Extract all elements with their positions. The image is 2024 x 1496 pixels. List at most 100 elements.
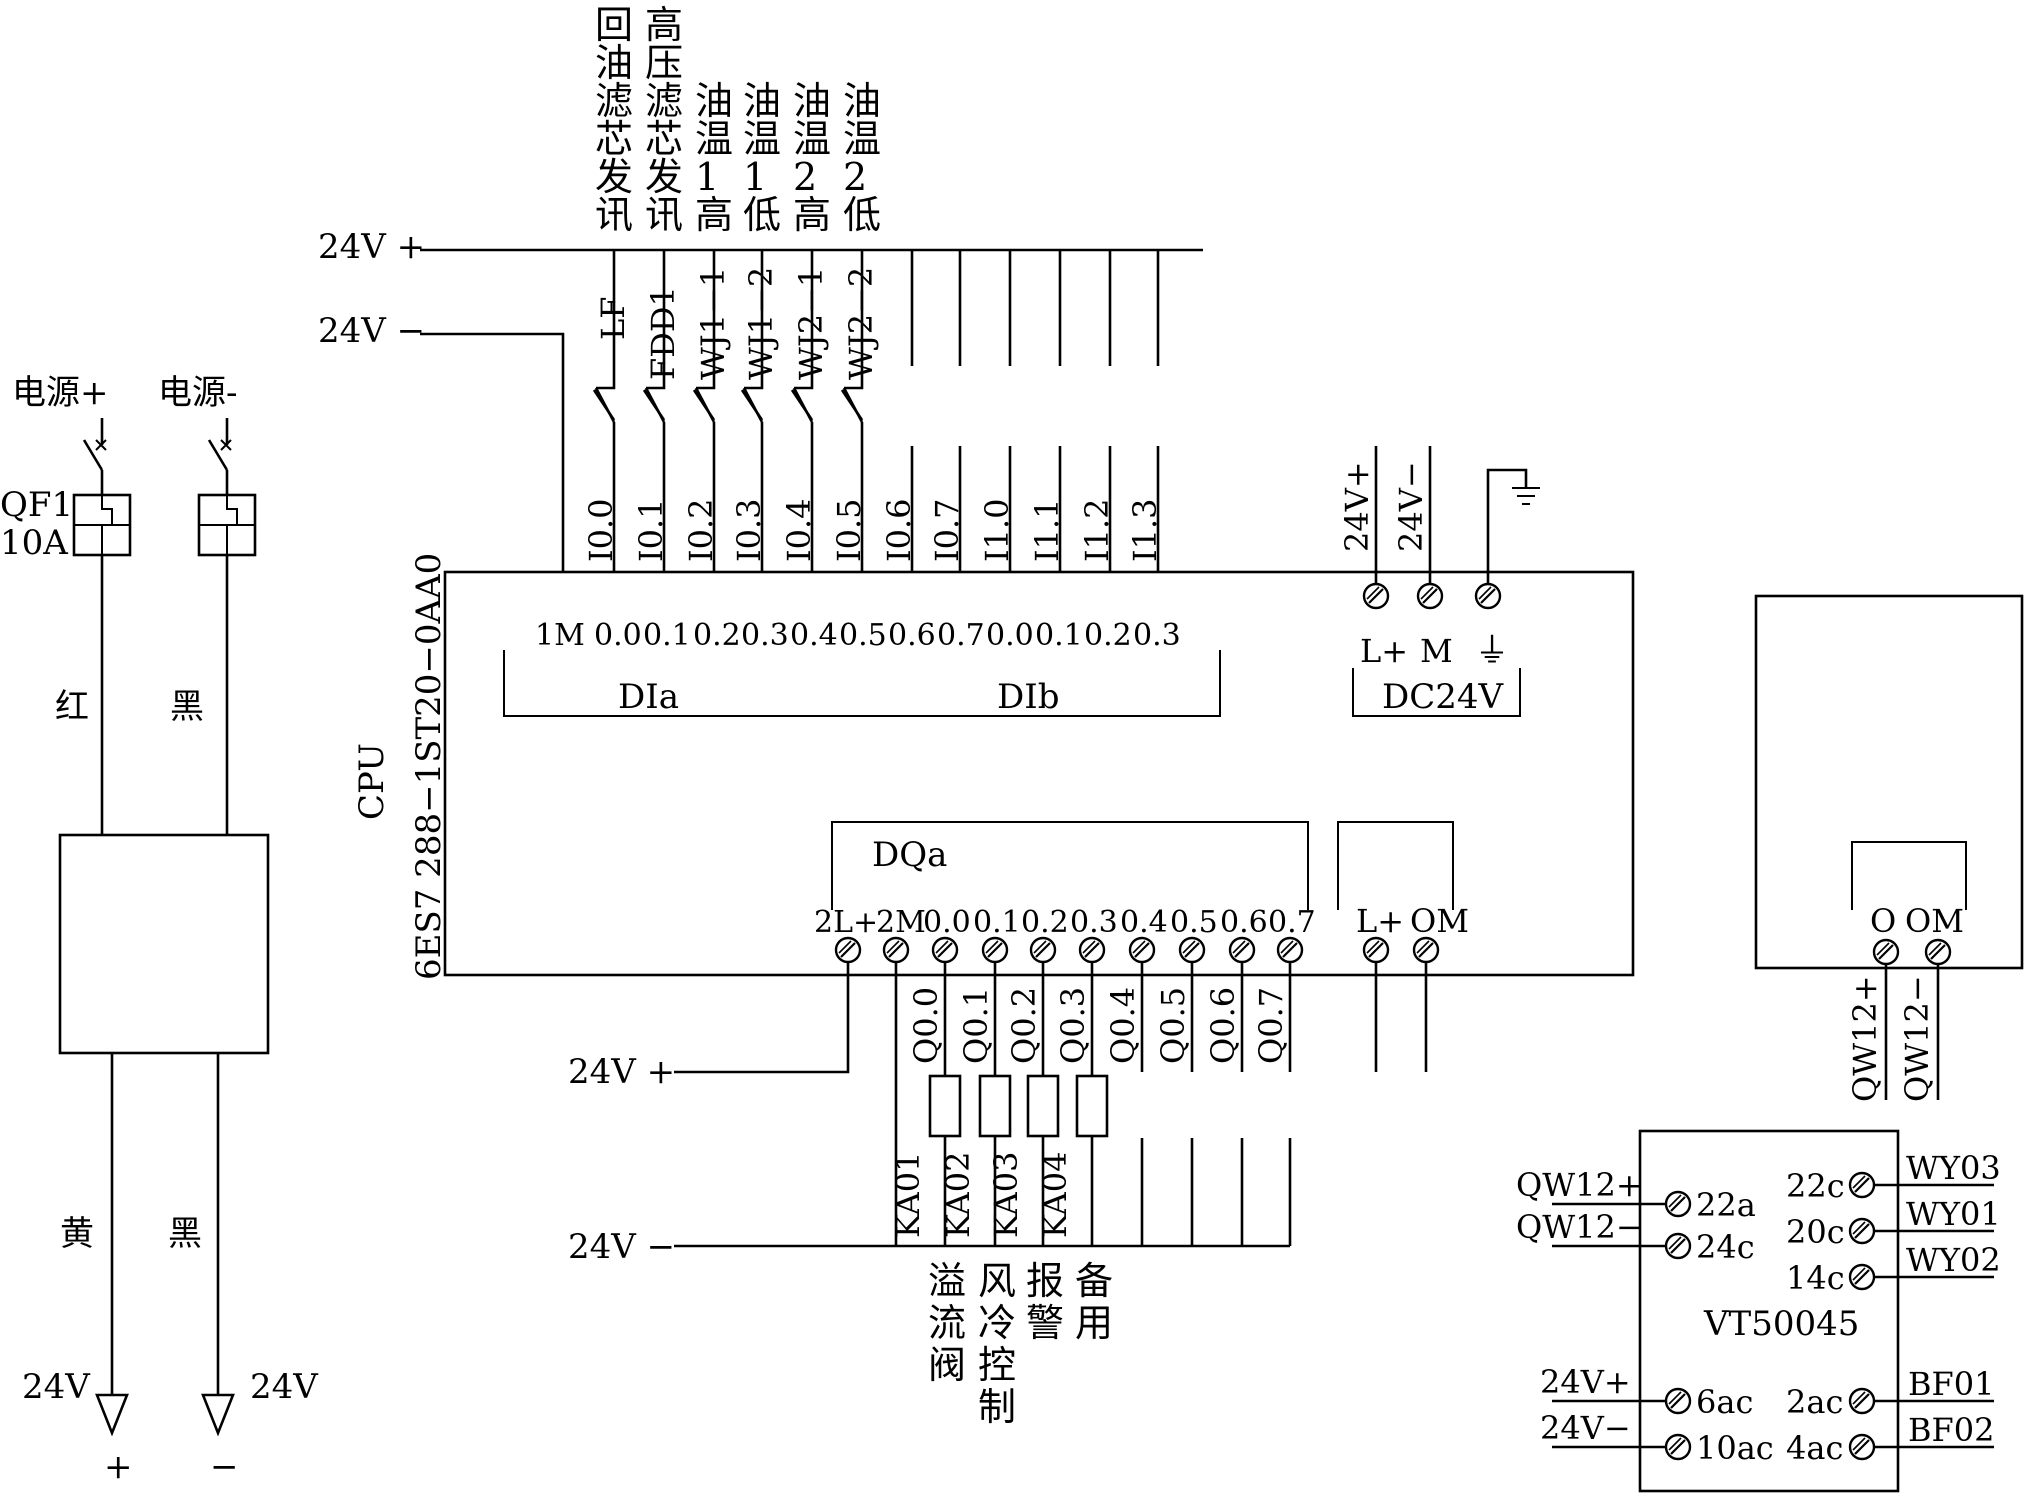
di-terminal-label: 0.3 (1133, 618, 1181, 653)
input-signal-name-char: 油 (843, 79, 881, 123)
dq-lplus-terminal (834, 936, 862, 964)
input-address-label: I0.5 (830, 498, 868, 562)
output-left-voltage-label: 24V (22, 1367, 91, 1407)
input-address-label: I1.0 (978, 498, 1016, 562)
input-signal-name-char: 低 (743, 193, 781, 237)
input-section: 24V + 24V − 回油滤芯发讯高压滤芯发讯油温1高油温1低油温2高油温2低… (318, 3, 1203, 610)
amp-out-pin-label: 14c (1786, 1259, 1845, 1297)
output-address-label: Q0.2 (1005, 987, 1043, 1064)
analog-o-terminal-label: O (1870, 902, 1896, 940)
amp-pwr-pos-pin-label: 6ac (1696, 1383, 1753, 1421)
amp-out-wire-label: WY03 (1906, 1149, 2001, 1187)
analog-output-module: O OM QW12+ QW12− (1754, 594, 2024, 1102)
relay-coil (978, 1074, 1012, 1138)
output-function-char: 报 (1026, 1259, 1064, 1303)
di-terminal-label: 0.2 (693, 618, 741, 653)
power-supply-section: 电源+ 电源- QF1 10A 红 黑 (0, 373, 319, 1487)
di-terminal-label: 0.1 (1035, 618, 1083, 653)
cpu-model-label: 6ES7 288−1ST20−0AA0 (409, 553, 449, 980)
input-signal-name-char: 压 (645, 41, 683, 85)
amp-in-pos-pin-label: 22a (1696, 1186, 1756, 1224)
input-signal-name-char: 2 (843, 155, 867, 199)
input-address-label: I1.2 (1078, 498, 1116, 562)
di-terminal-label: 0.7 (937, 618, 985, 653)
output-address-label: Q0.4 (1104, 987, 1142, 1064)
analog-o-terminal (1872, 938, 1900, 966)
analog-om-terminal (1924, 938, 1952, 966)
output-function-char: 制 (978, 1385, 1016, 1429)
amp-pin-6ac (1664, 1387, 1692, 1415)
dq-terminal (1228, 936, 1256, 964)
dq-group-label: DQa (872, 835, 947, 875)
input-signal-name-char: 1 (695, 155, 719, 199)
input-signal-name-char: 芯 (595, 117, 633, 161)
output-address-label: Q0.3 (1054, 987, 1092, 1064)
input-address-label: I0.6 (880, 498, 918, 562)
terminal-lplus (1362, 582, 1390, 610)
input-address-label: I1.1 (1028, 498, 1066, 562)
input-signal-name-char: 高 (695, 193, 733, 237)
power-source-negative-label: 电源- (158, 373, 238, 413)
dq-terminal-label: 0.4 (1120, 905, 1168, 940)
output-right-voltage-label: 24V (250, 1367, 319, 1407)
terminal-m (1416, 582, 1444, 610)
input-address-label: I0.3 (730, 498, 768, 562)
ao-bracket (1337, 821, 1454, 910)
switch-blade (592, 389, 616, 421)
dq-terminal-label: 0.2 (1021, 905, 1069, 940)
dq-terminal (1078, 936, 1106, 964)
input-signal-name-char: 讯 (595, 193, 633, 237)
amplifier-model-label: VT50045 (1703, 1304, 1859, 1344)
amp-fb-pin (1848, 1433, 1876, 1461)
ground-icon: ⏚ (1475, 631, 1509, 671)
wire-yellow-label: 黄 (60, 1214, 94, 1254)
amp-out-wire-label: WY01 (1906, 1195, 2001, 1233)
dq-terminal-label: 0.5 (1170, 905, 1218, 940)
power-supply-unit (58, 833, 270, 1055)
output-bus-negative-label: 24V − (568, 1227, 675, 1267)
analog-wire-neg-label: QW12− (1898, 975, 1936, 1102)
output-function-char: 冷 (978, 1301, 1016, 1345)
dq-terminal-label: 0.0 (923, 905, 971, 940)
dq-terminal-label: 0.7 (1268, 905, 1316, 940)
relay-label: KA03 (987, 1152, 1025, 1238)
input-signal-name-char: 低 (843, 193, 881, 237)
output-function-char: 备 (1075, 1259, 1113, 1303)
dq-lplus-terminal-label: 2L+ (814, 905, 878, 940)
di-terminal-label: 0.3 (741, 618, 789, 653)
amp-pin-22a (1664, 1190, 1692, 1218)
dq-terminal (931, 936, 959, 964)
di-terminal-label: 0.0 (986, 618, 1034, 653)
input-address-label: I0.7 (928, 498, 966, 562)
amp-pwr-pos-wire-label: 24V+ (1540, 1363, 1631, 1401)
amp-pwr-neg-pin-label: 10ac (1696, 1429, 1774, 1467)
amp-out-pin (1848, 1263, 1876, 1291)
amp-fb-wire-label: BF02 (1908, 1411, 1994, 1449)
dq-m-terminal (882, 936, 910, 964)
dq-m-terminal-label: 2M (876, 905, 926, 940)
switch-blade (740, 389, 764, 421)
dq-terminal-label: 0.6 (1220, 905, 1268, 940)
output-function-char: 流 (928, 1301, 966, 1345)
pwr-terminal-lplus-label: L+ (1360, 632, 1408, 670)
output-function-char: 控 (978, 1343, 1016, 1387)
input-signal-name-char: 温 (695, 117, 733, 161)
di-group-a-label: DIa (618, 677, 679, 717)
relay-coil (928, 1074, 962, 1138)
di-terminal-label: 0.2 (1084, 618, 1132, 653)
dq-terminal (981, 936, 1009, 964)
di-bracket (503, 650, 1221, 717)
output-positive-arrow-icon (95, 1393, 129, 1437)
analog-module-body (1754, 594, 2024, 970)
amp-in-neg-wire-label: QW12− (1516, 1208, 1643, 1246)
output-left-polarity-label: + (104, 1447, 133, 1487)
input-signal-name-char: 高 (645, 3, 683, 47)
output-function-char: 警 (1026, 1301, 1064, 1345)
breaker-qf1-positive (72, 418, 132, 835)
di-group-b-label: DIb (997, 677, 1059, 717)
input-signal-name-char: 2 (793, 155, 817, 199)
output-negative-arrow-icon (201, 1393, 235, 1437)
